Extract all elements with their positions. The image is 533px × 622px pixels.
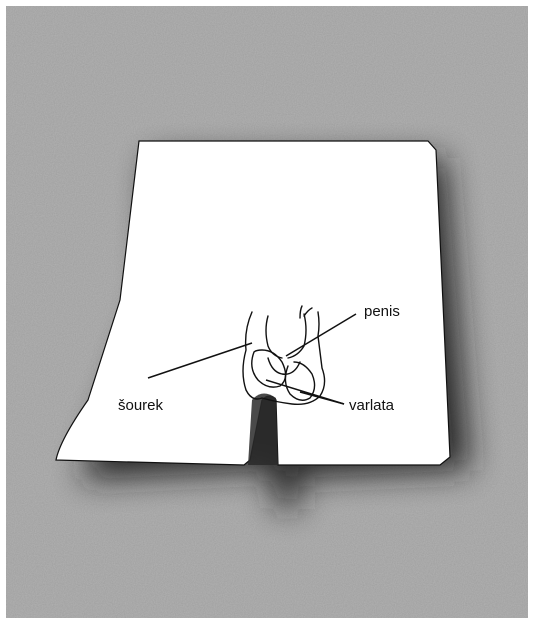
label-penis: penis bbox=[364, 303, 400, 320]
crotch-gap bbox=[248, 393, 278, 465]
label-testes: varlata bbox=[349, 397, 395, 414]
label-scrotum: šourek bbox=[118, 397, 164, 414]
